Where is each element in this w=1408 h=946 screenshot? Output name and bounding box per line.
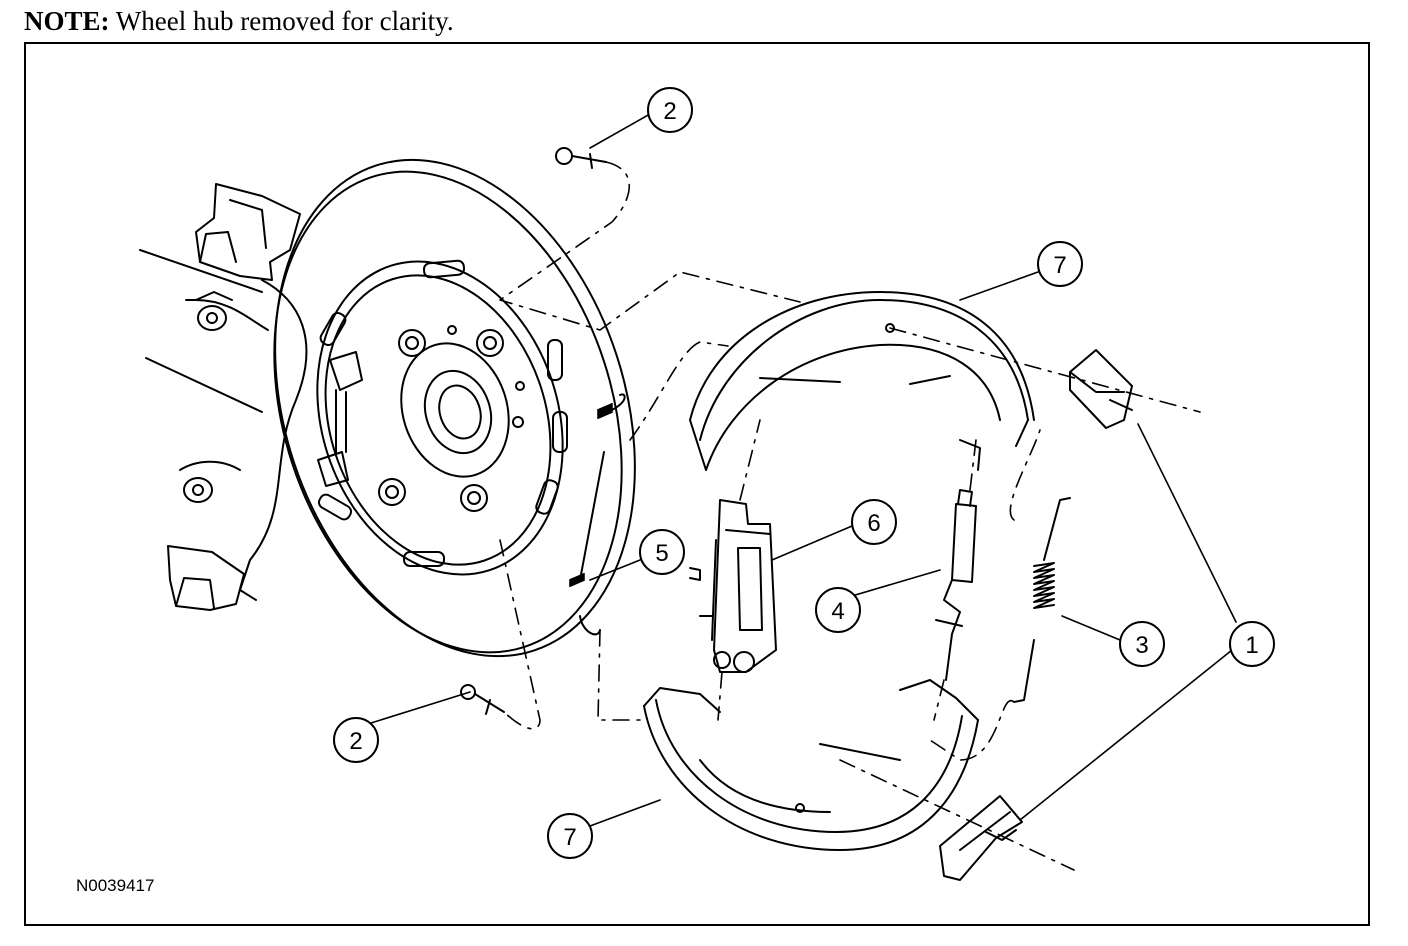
callout-7-bottom: 7 — [547, 813, 593, 859]
callout-2-top-label: 2 — [663, 98, 676, 125]
callout-leaders — [335, 113, 1237, 827]
callout-6-label: 6 — [867, 510, 880, 537]
brake-shoe-upper — [689, 291, 1035, 471]
hold-down-clip-upper — [1069, 349, 1133, 429]
hold-down-clip-lower — [939, 795, 1023, 881]
upper-spring — [1013, 497, 1071, 703]
retaining-pin-bottom — [460, 684, 505, 715]
callout-2-top: 2 — [647, 87, 693, 133]
note-text: NOTE: Wheel hub removed for clarity. — [24, 6, 454, 37]
callout-1-label: 1 — [1245, 632, 1258, 659]
steering-knuckle — [139, 183, 308, 611]
brake-shoe-lower — [643, 679, 979, 851]
callout-3-label: 3 — [1135, 632, 1148, 659]
callout-3: 3 — [1119, 621, 1165, 667]
callout-6: 6 — [851, 499, 897, 545]
callout-7-bottom-label: 7 — [563, 824, 576, 851]
callout-2-bottom: 2 — [333, 717, 379, 763]
adjuster-strut — [935, 489, 977, 681]
retaining-pin-top — [555, 147, 607, 169]
figure-id: N0039417 — [76, 876, 155, 895]
callout-7-top: 7 — [1037, 241, 1083, 287]
callout-4-label: 4 — [831, 598, 844, 625]
callout-4: 4 — [815, 587, 861, 633]
note-body: Wheel hub removed for clarity. — [115, 6, 454, 36]
adjuster-assembly — [689, 499, 777, 673]
note-label: NOTE: — [24, 6, 110, 36]
lower-return-spring — [569, 393, 626, 636]
assembly-lines — [499, 161, 1201, 871]
callout-2-bottom-label: 2 — [349, 728, 362, 755]
callout-1: 1 — [1229, 621, 1275, 667]
backing-plate — [273, 158, 636, 658]
callout-5: 5 — [639, 529, 685, 575]
figure-frame — [24, 42, 1370, 926]
callout-7-top-label: 7 — [1053, 252, 1066, 279]
callout-5-label: 5 — [655, 540, 668, 567]
